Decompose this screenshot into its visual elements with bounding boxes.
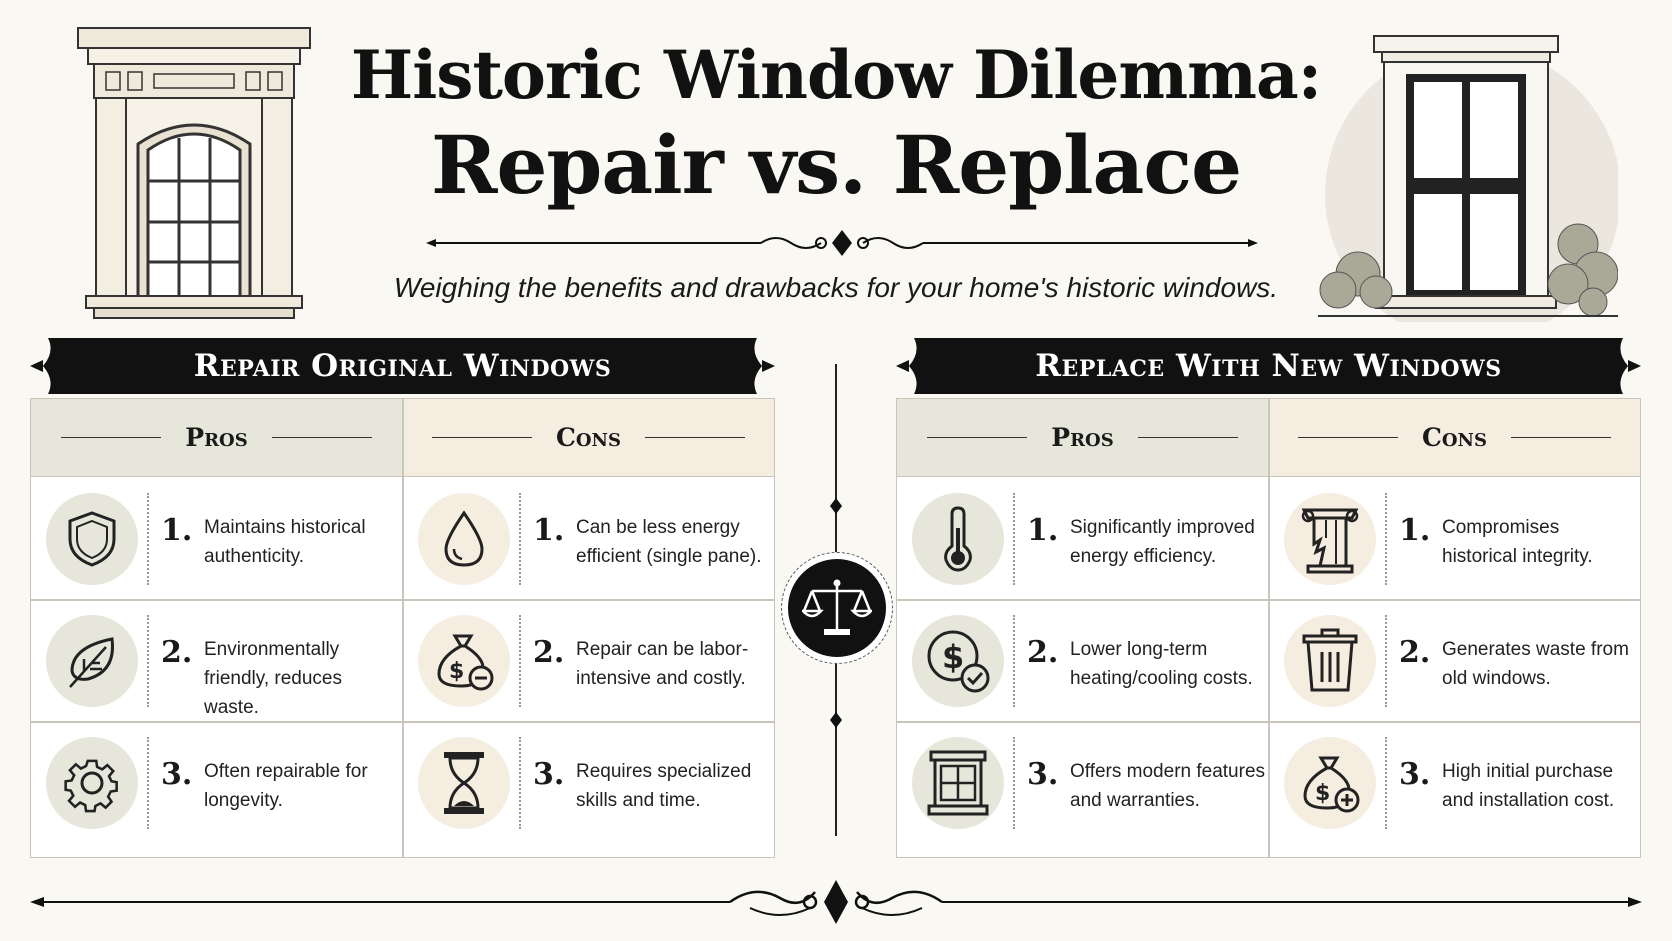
trash-can-icon: [1302, 628, 1358, 692]
balance-scale-badge: [781, 552, 893, 664]
page-subtitle: Weighing the benefits and drawbacks for …: [393, 272, 1279, 303]
item-number: 2.: [1399, 635, 1431, 670]
divider-diamond: [830, 712, 842, 728]
item-text: Repair can be labor-intensive and costly…: [576, 639, 749, 689]
balance-scale-icon: [802, 579, 872, 635]
item-text: Lower long-term heating/cooling costs.: [1070, 639, 1253, 689]
svg-text:$: $: [449, 659, 464, 684]
replace-banner-label: Replace With New Windows: [1035, 348, 1502, 384]
item-text: Environmentally friendly, reduces waste.: [204, 639, 342, 718]
list-item: $ 2. Lower long-term heating/cooling cos…: [897, 599, 1268, 721]
item-number: 1.: [1027, 513, 1059, 548]
list-item: 1. Can be less energy efficient (single …: [403, 477, 774, 599]
gear-icon: [64, 759, 118, 813]
list-item: 1. Compromises historical integrity.: [1269, 477, 1640, 599]
bottom-divider-ornament: [30, 880, 1642, 924]
broken-column-icon: [1301, 508, 1359, 574]
list-item: $ 2. Repair can be labor-intensive and c…: [403, 599, 774, 721]
item-text: Requires specialized skills and time.: [576, 761, 752, 811]
item-number: 3.: [1399, 757, 1431, 792]
money-bag-plus-icon: $: [1303, 756, 1360, 813]
item-number: 2.: [1027, 635, 1059, 670]
replace-cons-header: Cons: [1269, 399, 1640, 477]
repair-panel: Pros Cons 1. Maintains historical authen…: [30, 398, 775, 858]
repair-pros-label: Pros: [185, 423, 248, 452]
item-text: Often repairable for longevity.: [204, 761, 368, 811]
item-text: Significantly improved energy efficiency…: [1070, 517, 1255, 567]
page-title-line1: Historic Window Dilemma:: [350, 36, 1322, 114]
repair-cons-label: Cons: [555, 423, 622, 452]
list-item: 1. Maintains historical authenticity.: [31, 477, 402, 599]
repair-banner-label: Repair Original Windows: [193, 348, 612, 384]
item-text: Generates waste from old windows.: [1442, 639, 1629, 689]
dollar-check-icon: $: [927, 630, 990, 693]
item-number: 2.: [533, 635, 565, 670]
replace-banner: Replace With New Windows: [896, 338, 1641, 394]
svg-text:$: $: [1315, 781, 1330, 806]
repair-pros-header: Pros: [31, 399, 402, 477]
item-number: 1.: [161, 513, 193, 548]
list-item: $ 3. High initial purchase and installat…: [1269, 721, 1640, 843]
title-divider-ornament: [426, 230, 1258, 256]
divider-diamond: [830, 498, 842, 514]
item-text: Can be less energy efficient (single pan…: [576, 517, 762, 567]
shield-icon: [68, 511, 116, 567]
replace-pros-label: Pros: [1051, 423, 1114, 452]
hourglass-icon: [444, 752, 484, 814]
water-drop-icon: [444, 510, 484, 567]
money-bag-minus-icon: $: [437, 634, 494, 691]
thermometer-icon: [944, 506, 972, 572]
list-item: 3. Often repairable for longevity.: [31, 721, 402, 843]
list-item: 1. Significantly improved energy efficie…: [897, 477, 1268, 599]
item-text: Maintains historical authenticity.: [204, 517, 366, 567]
window-icon: [927, 750, 989, 816]
replace-cons-label: Cons: [1421, 423, 1488, 452]
modern-window-illustration: [1318, 35, 1618, 322]
item-text: Compromises historical integrity.: [1442, 517, 1593, 567]
item-number: 1.: [533, 513, 565, 548]
ornate-window-illustration: [77, 27, 311, 319]
leaf-icon: [69, 637, 114, 688]
item-number: 3.: [533, 757, 565, 792]
item-number: 3.: [161, 757, 193, 792]
item-number: 3.: [1027, 757, 1059, 792]
list-item: 3. Requires specialized skills and time.: [403, 721, 774, 843]
svg-text:$: $: [942, 638, 964, 676]
list-item: 2. Generates waste from old windows.: [1269, 599, 1640, 721]
page-title-line2: Repair vs. Replace: [431, 118, 1242, 212]
replace-pros-header: Pros: [897, 399, 1268, 477]
item-number: 2.: [161, 635, 193, 670]
item-text: Offers modern features and warranties.: [1070, 761, 1266, 811]
list-item: 2. Environmentally friendly, reduces was…: [31, 599, 402, 721]
list-item: 3. Offers modern features and warranties…: [897, 721, 1268, 843]
item-number: 1.: [1399, 513, 1431, 548]
item-text: High initial purchase and installation c…: [1442, 761, 1615, 811]
repair-cons-header: Cons: [403, 399, 774, 477]
repair-banner: Repair Original Windows: [30, 338, 775, 394]
replace-panel: Pros Cons 1. Significantly improved ener…: [896, 398, 1641, 858]
center-divider-bottom: [835, 664, 837, 836]
center-divider-top: [835, 364, 837, 552]
